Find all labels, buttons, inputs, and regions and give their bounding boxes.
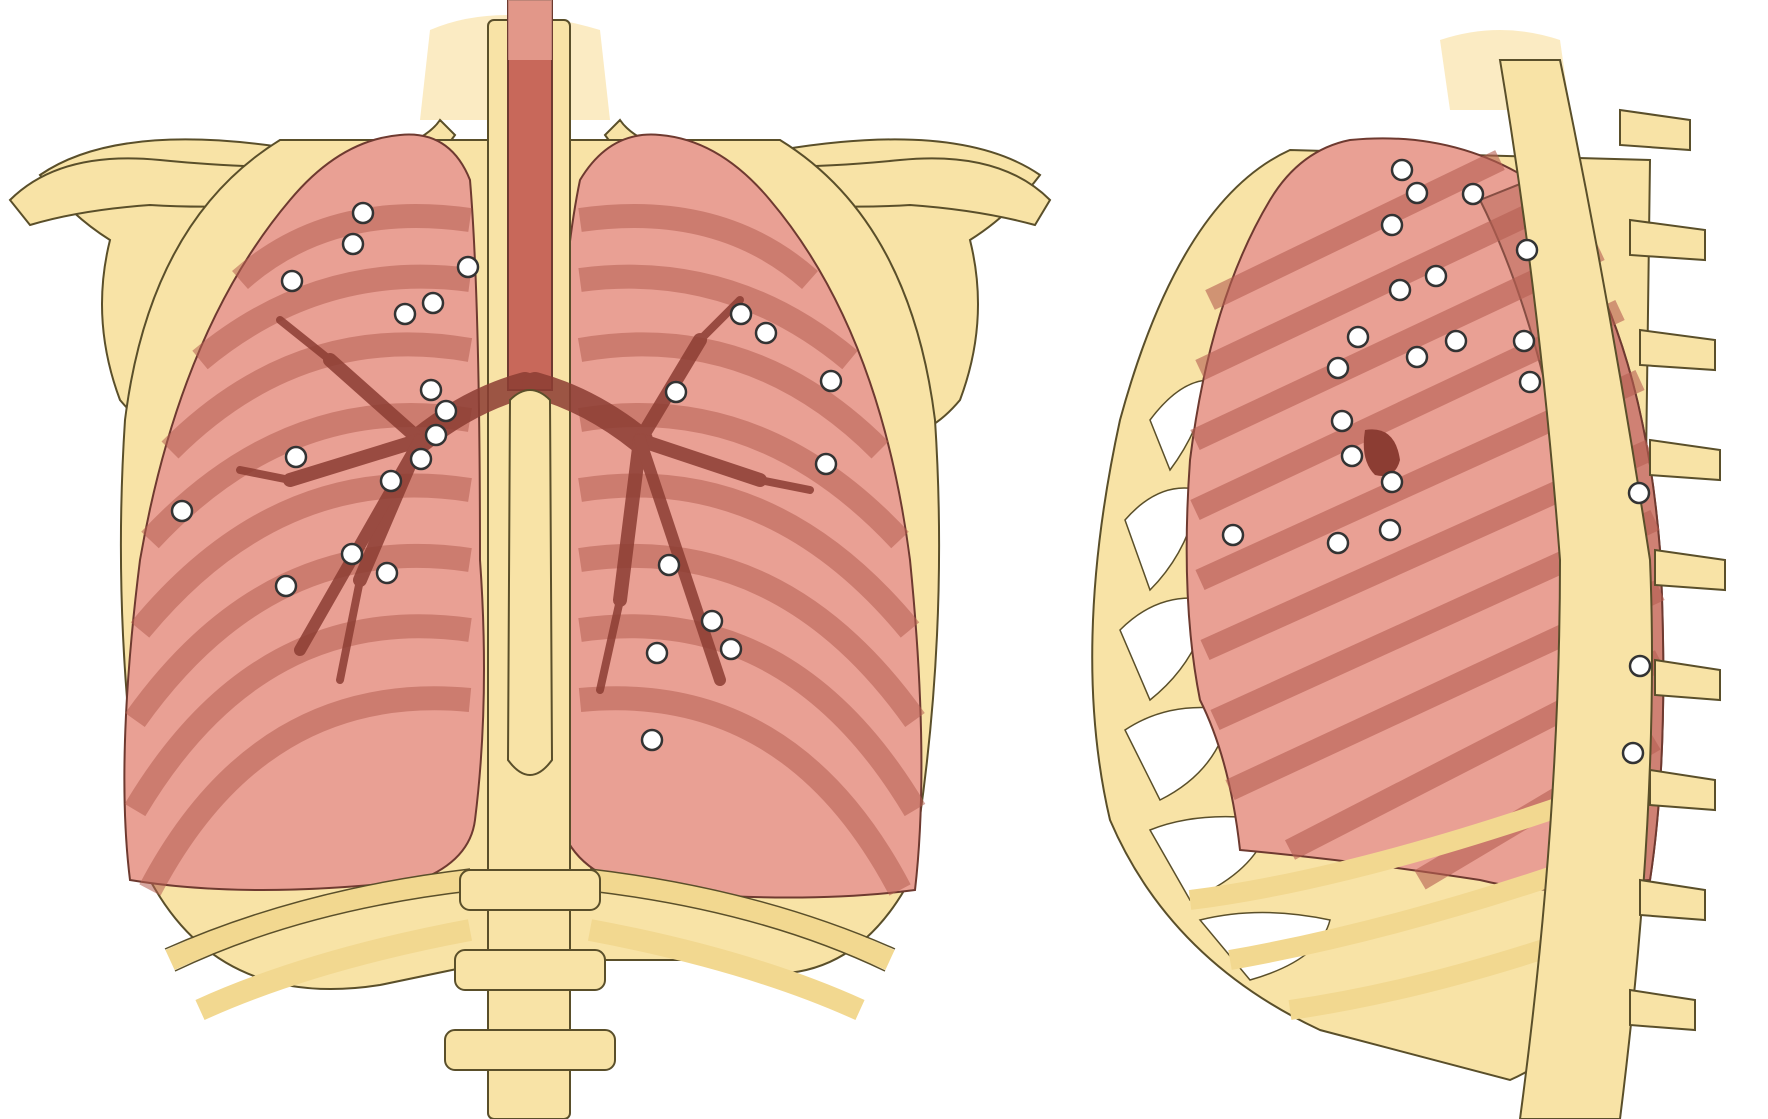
frontal-marker-19 xyxy=(821,371,841,391)
frontal-chest-view xyxy=(10,0,1050,1119)
frontal-marker-7 xyxy=(421,380,441,400)
frontal-marker-15 xyxy=(377,563,397,583)
lateral-marker-3 xyxy=(1463,184,1483,204)
frontal-marker-20 xyxy=(666,382,686,402)
lateral-marker-7 xyxy=(1390,280,1410,300)
lateral-marker-21 xyxy=(1630,656,1650,676)
lateral-marker-13 xyxy=(1520,372,1540,392)
frontal-marker-2 xyxy=(343,234,363,254)
frontal-marker-14 xyxy=(342,544,362,564)
lateral-marker-6 xyxy=(1426,266,1446,286)
lateral-chest-view xyxy=(1092,30,1725,1119)
frontal-marker-1 xyxy=(353,203,373,223)
frontal-marker-4 xyxy=(458,257,478,277)
lateral-marker-14 xyxy=(1332,411,1352,431)
frontal-marker-8 xyxy=(436,401,456,421)
frontal-marker-10 xyxy=(411,449,431,469)
frontal-marker-12 xyxy=(286,447,306,467)
lateral-marker-5 xyxy=(1517,240,1537,260)
lateral-marker-20 xyxy=(1380,520,1400,540)
frontal-marker-13 xyxy=(172,501,192,521)
frontal-marker-18 xyxy=(756,323,776,343)
lateral-marker-10 xyxy=(1514,331,1534,351)
lateral-marker-16 xyxy=(1382,472,1402,492)
lateral-marker-8 xyxy=(1348,327,1368,347)
frontal-marker-11 xyxy=(381,471,401,491)
frontal-marker-3 xyxy=(282,271,302,291)
frontal-marker-9 xyxy=(426,425,446,445)
lateral-marker-9 xyxy=(1446,331,1466,351)
lateral-marker-15 xyxy=(1342,446,1362,466)
lateral-marker-2 xyxy=(1407,183,1427,203)
frontal-marker-24 xyxy=(721,639,741,659)
lateral-marker-11 xyxy=(1328,358,1348,378)
frontal-marker-16 xyxy=(276,576,296,596)
sternum xyxy=(508,390,552,775)
frontal-marker-25 xyxy=(647,643,667,663)
lateral-marker-18 xyxy=(1223,525,1243,545)
frontal-marker-6 xyxy=(423,293,443,313)
lateral-marker-12 xyxy=(1407,347,1427,367)
frontal-marker-22 xyxy=(659,555,679,575)
lateral-marker-1 xyxy=(1392,160,1412,180)
lateral-marker-22 xyxy=(1623,743,1643,763)
frontal-marker-23 xyxy=(702,611,722,631)
frontal-marker-17 xyxy=(731,304,751,324)
frontal-marker-26 xyxy=(642,730,662,750)
trachea xyxy=(508,0,552,390)
lateral-marker-17 xyxy=(1629,483,1649,503)
frontal-marker-5 xyxy=(395,304,415,324)
lateral-marker-4 xyxy=(1382,215,1402,235)
lateral-marker-19 xyxy=(1328,533,1348,553)
frontal-marker-21 xyxy=(816,454,836,474)
